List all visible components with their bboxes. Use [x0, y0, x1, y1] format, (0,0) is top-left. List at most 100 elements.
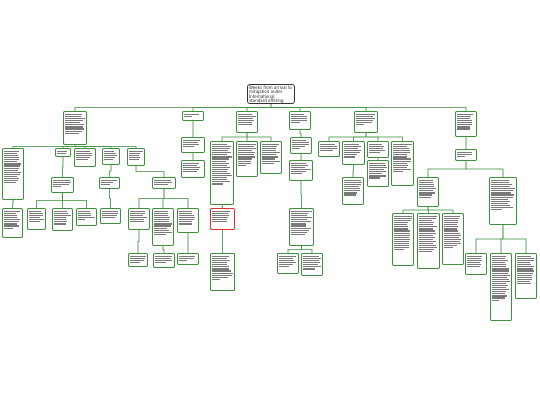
mind-map-node[interactable] [2, 148, 24, 200]
node-text-line [394, 217, 412, 220]
mind-map-node[interactable] [367, 160, 389, 187]
mind-map-node[interactable] [99, 177, 120, 189]
node-text-line [212, 166, 231, 168]
mind-map-node[interactable] [76, 208, 97, 226]
node-text-line [394, 238, 410, 240]
node-text-line [303, 268, 316, 270]
node-text-line [183, 139, 200, 142]
node-text-line [419, 232, 437, 234]
mind-map-node[interactable] [27, 208, 46, 230]
node-text-line [262, 152, 280, 154]
mind-map-node[interactable] [210, 141, 234, 205]
node-text-line [291, 217, 312, 219]
node-text-line [104, 159, 114, 161]
mind-map-node[interactable] [128, 208, 150, 230]
mind-map-node[interactable] [289, 208, 314, 246]
mind-map-node[interactable] [177, 253, 199, 265]
node-text-line [369, 152, 381, 154]
mind-map-node[interactable] [318, 141, 340, 157]
mind-map-node[interactable] [342, 141, 365, 165]
node-text-line [393, 160, 411, 162]
node-text-line [491, 206, 514, 209]
mind-map-node[interactable] [290, 137, 312, 154]
node-text-line [101, 184, 111, 186]
node-text-line [393, 162, 407, 164]
mind-map-node[interactable] [210, 208, 235, 230]
mind-map-node[interactable] [417, 177, 439, 207]
node-text-line [457, 128, 470, 130]
mind-map-node[interactable] [152, 208, 174, 246]
mind-map-node[interactable] [210, 253, 235, 291]
node-text-line [369, 150, 386, 152]
mind-map-node[interactable] [51, 177, 74, 193]
mind-map-node[interactable] [181, 137, 205, 153]
node-text-line [279, 260, 295, 262]
node-text-line [154, 179, 172, 182]
node-text-line [179, 212, 192, 215]
node-text-line [419, 186, 434, 188]
mind-map-node[interactable] [367, 141, 389, 158]
mind-map-node[interactable] [442, 213, 464, 265]
node-text-line [212, 170, 227, 173]
node-text-line [262, 158, 275, 160]
mind-map-node[interactable] [354, 111, 378, 133]
mind-map-node[interactable] [490, 253, 512, 321]
node-text-line [467, 260, 483, 262]
node-text-line [130, 255, 146, 258]
node-text-line [419, 222, 434, 224]
mind-map-node[interactable] [289, 111, 311, 130]
node-text-line [238, 160, 251, 162]
mind-map-node[interactable] [236, 141, 258, 177]
node-text-line [4, 165, 20, 167]
node-text-line [356, 113, 376, 116]
mind-map-node[interactable] [289, 160, 313, 181]
node-text-line [517, 274, 533, 276]
node-text-line [291, 225, 307, 227]
node-text-line [320, 148, 338, 150]
mind-map-node[interactable] [2, 208, 23, 238]
node-text-line [212, 276, 228, 278]
mind-map-node[interactable] [455, 111, 477, 137]
node-text-line [457, 122, 472, 124]
mind-map-node[interactable] [342, 177, 364, 205]
node-text-line [419, 251, 432, 253]
mind-map-node[interactable] [182, 111, 204, 121]
mind-map-node[interactable] [260, 141, 282, 174]
mind-map-node[interactable] [515, 253, 537, 299]
mind-map-node[interactable] [417, 213, 440, 269]
mind-map-node[interactable] [465, 253, 487, 275]
node-text-line [492, 299, 500, 301]
mind-map-node[interactable] [455, 149, 477, 161]
node-text-line [517, 255, 531, 258]
node-text-line [492, 257, 506, 260]
node-text-line [344, 156, 356, 158]
mind-map-node[interactable] [236, 111, 258, 133]
connector-line [162, 246, 165, 253]
node-text-line [212, 212, 228, 215]
mind-map-node[interactable] [100, 208, 121, 224]
mind-map-node[interactable] [74, 148, 96, 167]
mind-map-node[interactable] [152, 177, 176, 189]
node-text-line [444, 244, 457, 247]
mind-map-node[interactable] [153, 253, 175, 268]
node-text-line [4, 227, 13, 229]
node-text-line [291, 233, 306, 235]
node-text-line [393, 166, 408, 168]
node-text-line [344, 179, 361, 182]
mind-map-node[interactable] [128, 253, 148, 267]
mind-map-node[interactable] [177, 208, 199, 233]
mind-map-node[interactable] [301, 253, 323, 276]
mind-map-node[interactable] [55, 148, 71, 157]
node-text-line [492, 278, 510, 280]
mind-map-node[interactable] [391, 141, 414, 186]
mind-map-node[interactable] [489, 177, 517, 225]
mind-map-node[interactable] [127, 148, 145, 166]
mind-map-node[interactable] [102, 148, 120, 165]
mind-map-node[interactable] [181, 160, 205, 178]
mind-map-node[interactable] [52, 208, 73, 231]
mind-map-node[interactable] [63, 111, 87, 145]
node-text-line [183, 141, 199, 144]
mind-map-node[interactable] [392, 213, 414, 266]
mind-map-node[interactable] [277, 253, 299, 274]
mind-map-root-node[interactable]: Weeks from arrival to mitigation under I… [247, 84, 295, 104]
